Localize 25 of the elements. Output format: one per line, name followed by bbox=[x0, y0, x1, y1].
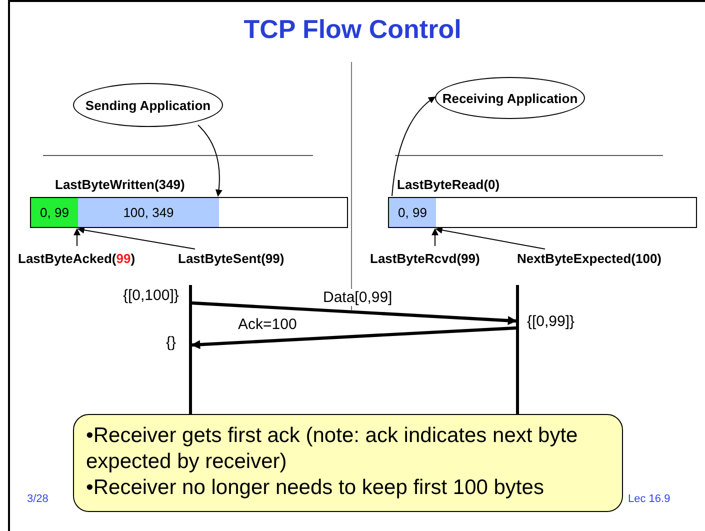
pointer-label: NextByteExpected(100) bbox=[517, 251, 697, 269]
pointer-label: LastByteRead(0) bbox=[397, 177, 500, 192]
buffer-segment: 0, 99 bbox=[389, 198, 436, 227]
state-label: {[0,100]} bbox=[123, 287, 179, 304]
application-ellipse: Receiving Application bbox=[435, 77, 585, 119]
state-label: {[0,99]} bbox=[527, 313, 575, 330]
callout-box bbox=[73, 414, 623, 512]
buffer-segment: 0, 99 bbox=[31, 198, 78, 227]
application-ellipse: Sending Application bbox=[73, 83, 223, 127]
edge-label: Data[0,99] bbox=[322, 289, 394, 306]
buffer-bar bbox=[30, 197, 348, 228]
pointer-label: LastByteAcked(99) bbox=[18, 251, 168, 269]
callout-text: •Receiver gets first ack (note: ack indicates next byte expected by receiver) bbox=[86, 423, 579, 475]
lifeline bbox=[189, 285, 192, 414]
page-number: 3/28 bbox=[27, 493, 48, 505]
buffer-segment: 100, 349 bbox=[78, 198, 219, 227]
pointer-label: LastByteWritten(349) bbox=[55, 177, 185, 192]
slide-number: Lec 16.9 bbox=[628, 493, 670, 505]
pointer-label: LastByteSent(99) bbox=[178, 251, 318, 269]
state-label: {} bbox=[166, 334, 176, 351]
lifeline bbox=[516, 285, 519, 414]
slide-title: TCP Flow Control bbox=[242, 14, 462, 45]
callout-text: •Receiver no longer needs to keep first 100 bytes bbox=[86, 475, 545, 501]
pointer-label: LastByteRcvd(99) bbox=[370, 251, 510, 269]
buffer-bar bbox=[388, 197, 697, 228]
